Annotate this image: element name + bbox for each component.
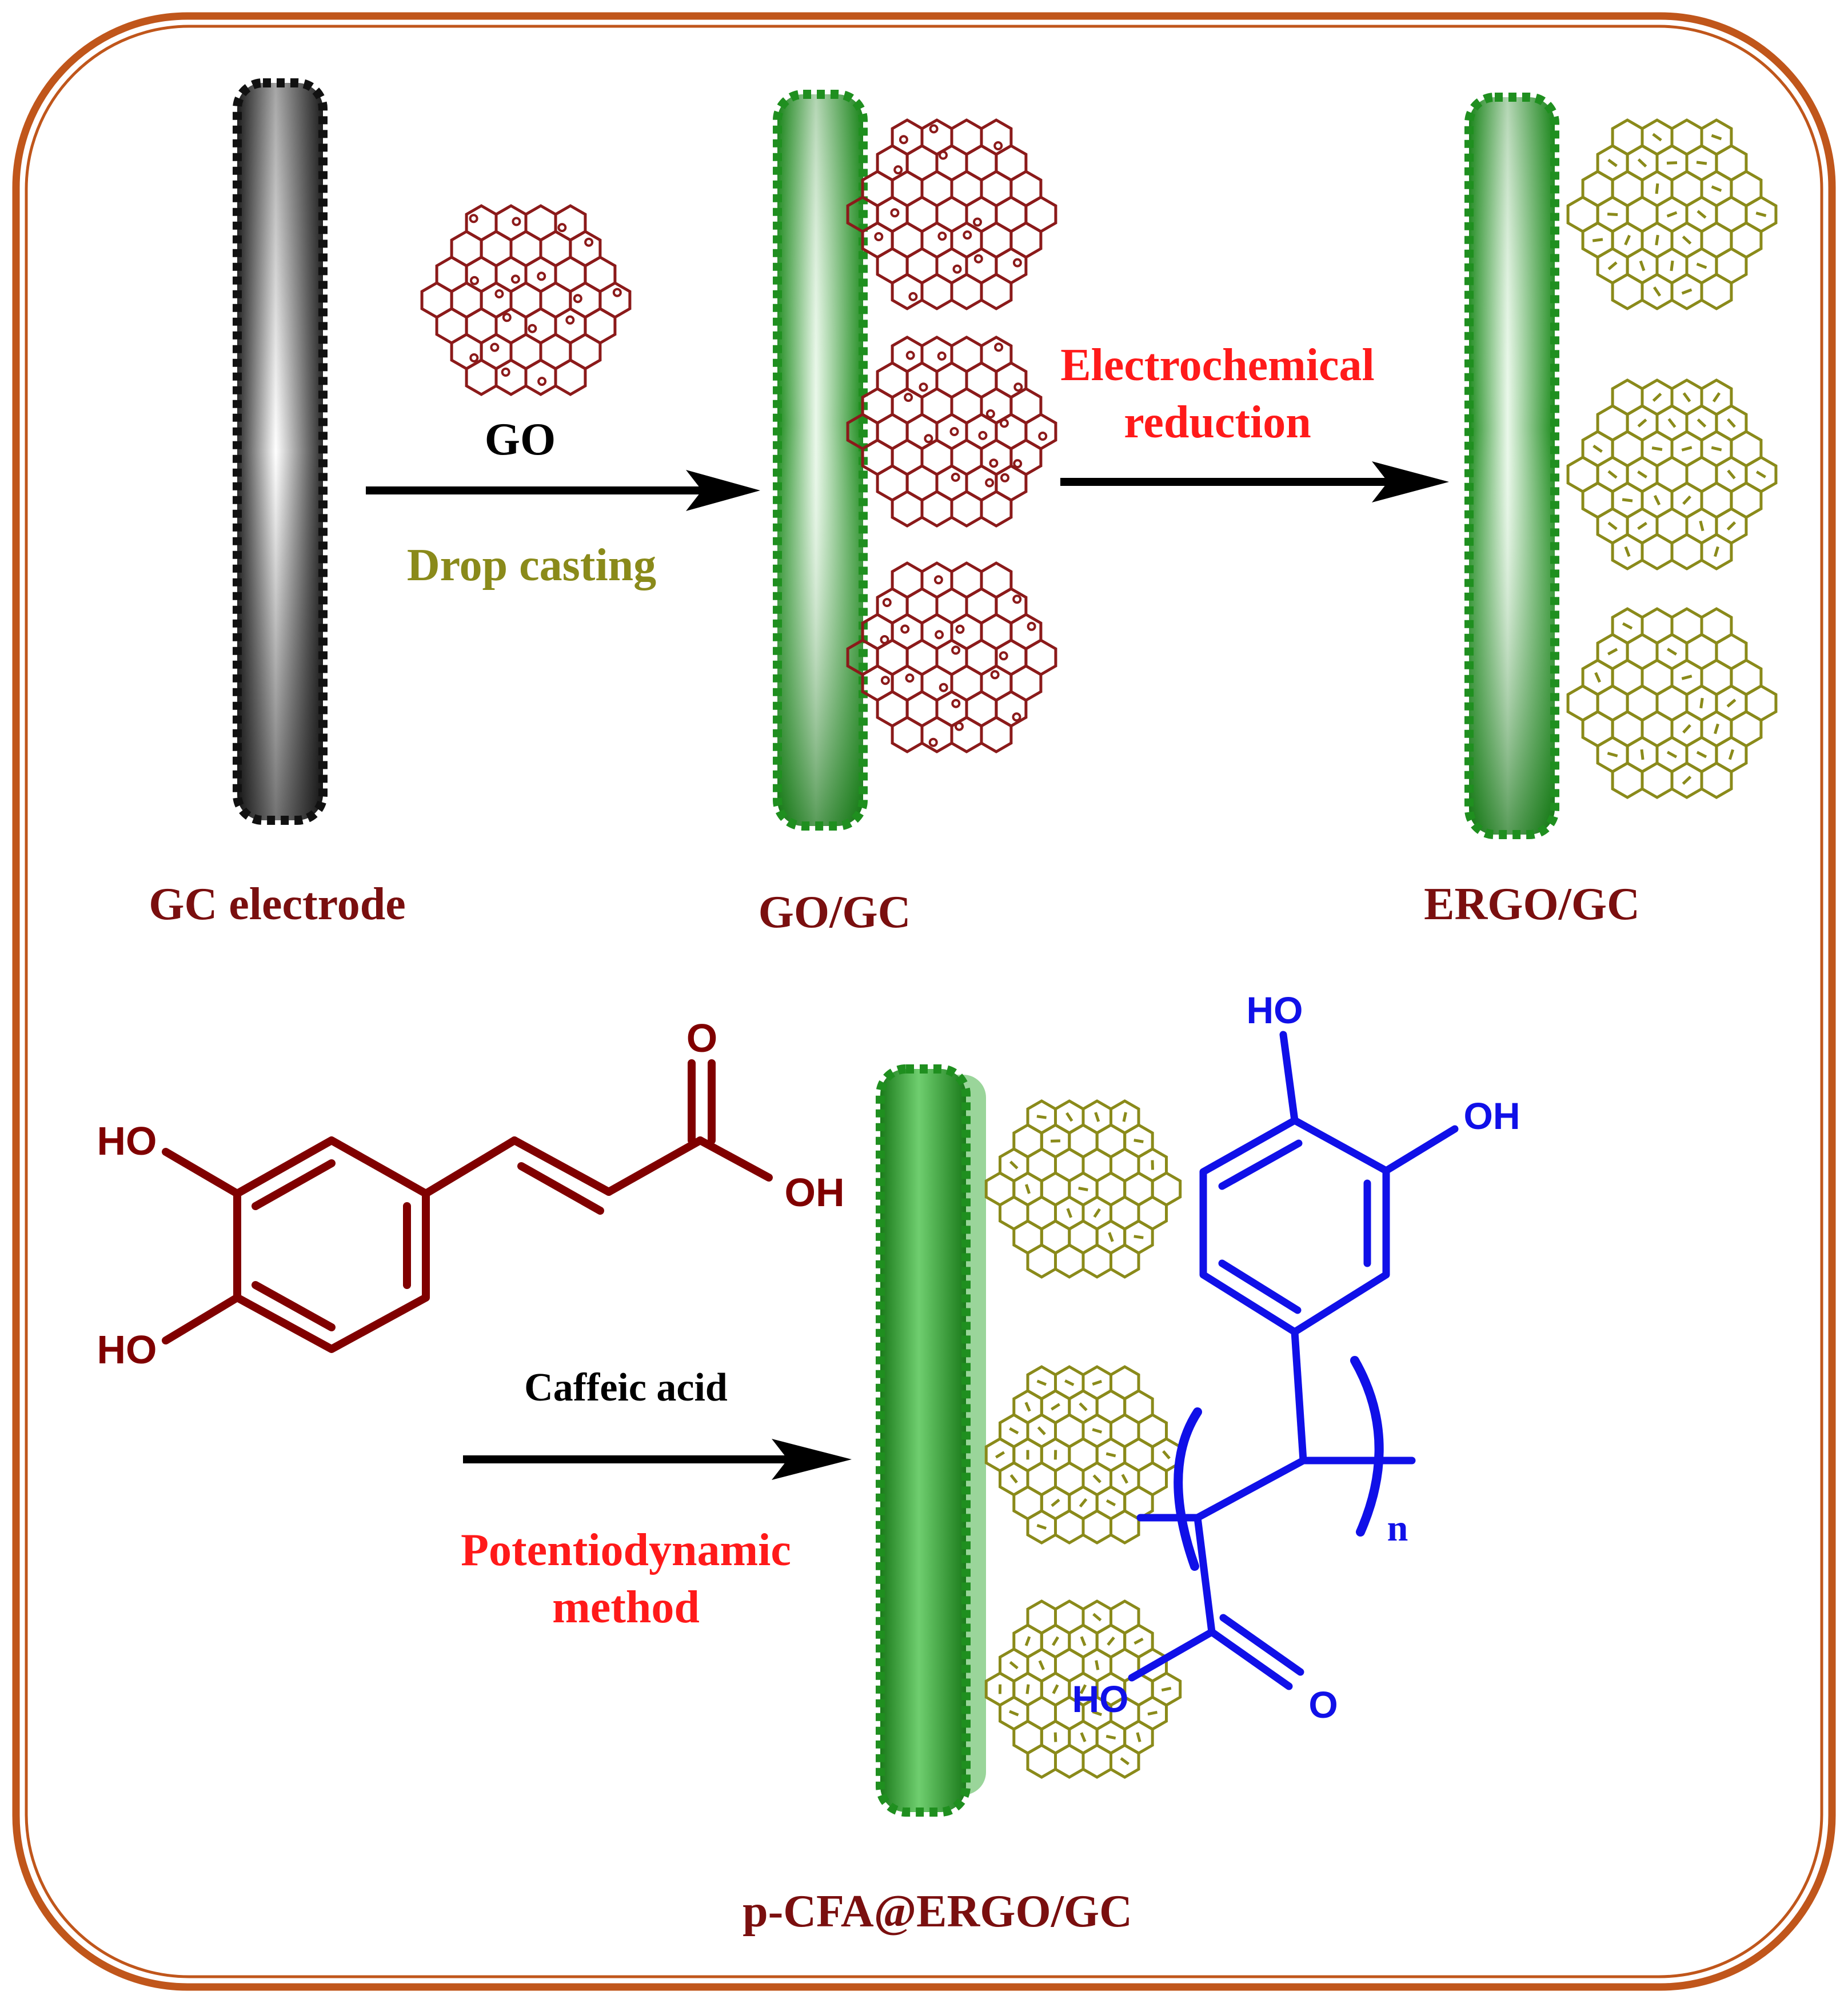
outer-frame (12, 12, 1836, 1991)
reduced-graphene-sheet-icon (984, 1365, 1182, 1545)
label-go-gc: GO/GC (759, 887, 911, 937)
step3-reagent: Caffeic acid (524, 1366, 728, 1410)
caffeic-ho-top: HO (97, 1119, 157, 1163)
caffeic-o: O (686, 1016, 717, 1060)
step1-method: Drop casting (407, 540, 656, 590)
graphene-oxide-sheet-icon (420, 204, 632, 396)
label-pcfa-ergo-gc: p-CFA@ERGO/GC (743, 1886, 1132, 1937)
poly-oh: OH (1464, 1095, 1520, 1137)
poly-ho-top: HO (1247, 989, 1303, 1031)
electrode-rod-icon (233, 78, 328, 825)
outer-frame-inner (25, 25, 1823, 1978)
graphene-oxide-sheet-icon (846, 336, 1057, 528)
poly-ho-acid: HO (1072, 1678, 1129, 1720)
step2-method-line1: Electrochemical (1060, 340, 1374, 390)
reduced-graphene-sheet-icon (1566, 607, 1778, 799)
poly-o: O (1308, 1683, 1338, 1726)
graphene-sheets (420, 118, 1778, 1779)
poly-n-subscript: n (1387, 1507, 1408, 1549)
label-gc-electrode: GC electrode (149, 879, 405, 929)
label-ergo-gc: ERGO/GC (1424, 879, 1640, 929)
reduced-graphene-sheet-icon (984, 1599, 1182, 1779)
step3-method-line1: Potentiodynamic (461, 1525, 791, 1575)
reduced-graphene-sheet-icon (1566, 378, 1778, 570)
reaction-arrow-icon (366, 470, 760, 511)
reduced-graphene-sheet-icon (984, 1099, 1182, 1279)
reaction-arrow-icon (1060, 461, 1449, 502)
graphene-oxide-sheet-icon (846, 118, 1057, 310)
gc-electrode (233, 78, 328, 825)
reaction-arrow-icon (463, 1439, 852, 1480)
step1-reagent: GO (485, 414, 556, 465)
pcfa-ergo-gc-electrode (876, 1064, 986, 1817)
ergo-gc-electrode (1464, 93, 1559, 839)
caffeic-oh: OH (785, 1170, 845, 1215)
reduced-graphene-sheet-icon (1566, 118, 1778, 310)
graphene-oxide-sheet-icon (846, 561, 1057, 753)
poly-caffeic-acid-structure (1128, 1031, 1459, 1690)
step3-method-line2: method (552, 1582, 700, 1633)
caffeic-acid-structure (162, 1059, 773, 1353)
step2-method-line2: reduction (1124, 397, 1311, 448)
go-gc-electrode (773, 90, 868, 831)
caffeic-ho-bottom: HO (97, 1327, 157, 1372)
